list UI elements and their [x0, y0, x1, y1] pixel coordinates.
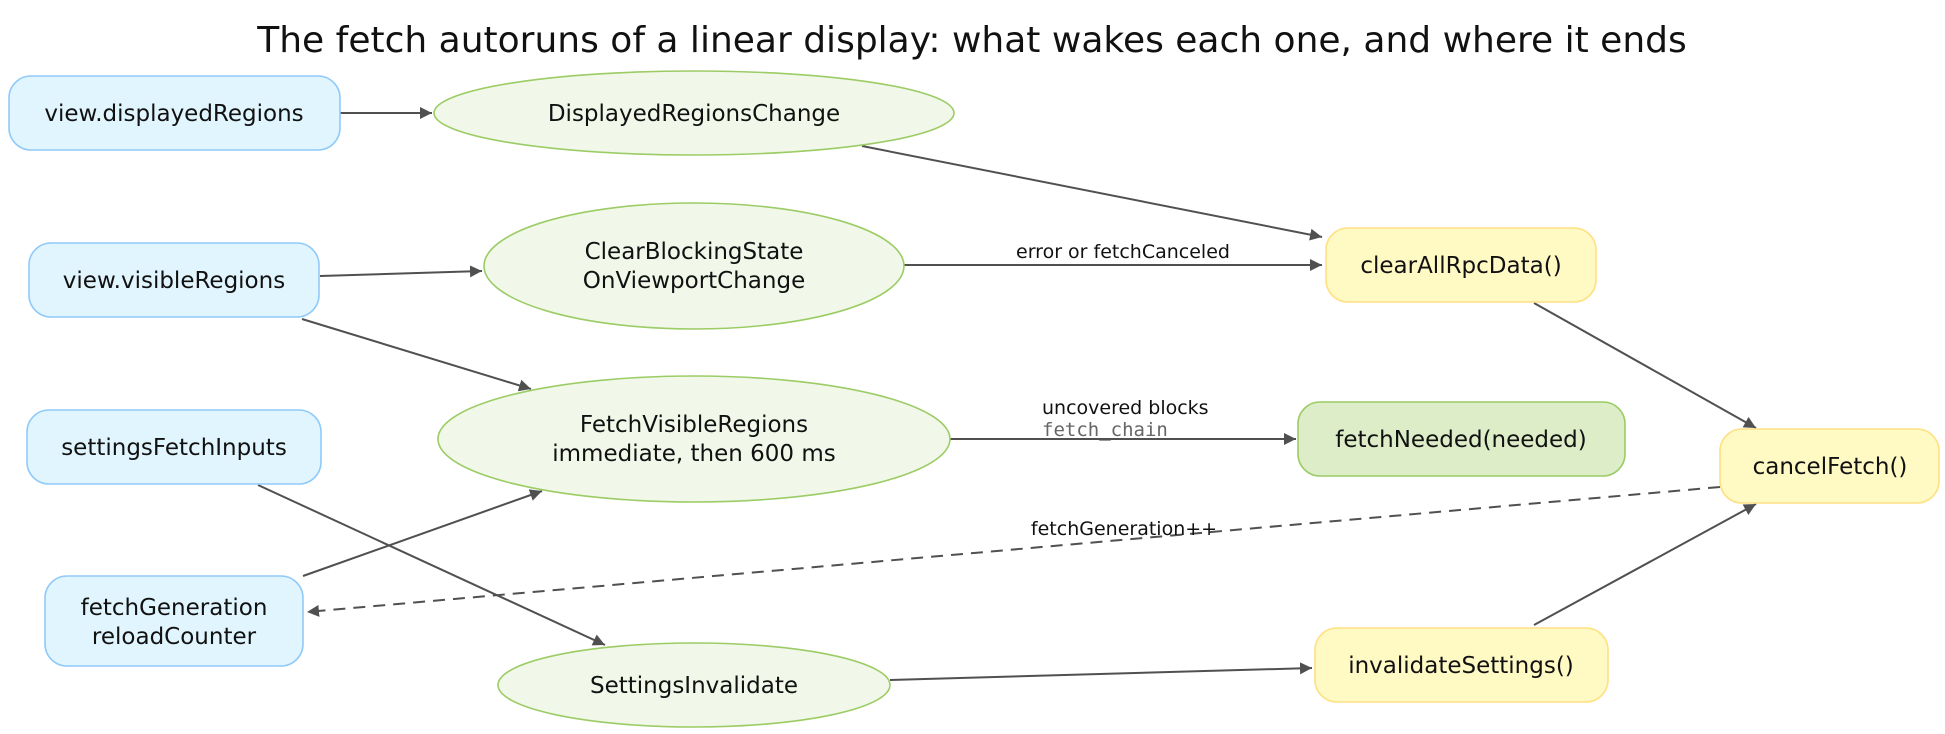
node-label-line2: immediate, then 600 ms — [552, 441, 835, 467]
node-label: clearAllRpcData() — [1360, 253, 1561, 279]
edge-settings-invalidate-to-action — [889, 662, 1313, 681]
node-view-visible-regions[interactable]: view.visibleRegions — [28, 242, 320, 318]
diagram-title: The fetch autoruns of a linear display: … — [256, 20, 1687, 61]
edge-labels: error or fetchCanceled uncovered blocks … — [1016, 241, 1230, 540]
node-displayed-regions-change[interactable]: DisplayedRegionsChange — [433, 70, 955, 156]
node-invalidate-settings[interactable]: invalidateSettings() — [1314, 627, 1609, 703]
node-label-line1: ClearBlockingState — [585, 239, 804, 265]
node-label: DisplayedRegionsChange — [548, 101, 840, 127]
edge-generation-to-fetch-visible — [302, 489, 543, 577]
node-settings-invalidate[interactable]: SettingsInvalidate — [497, 642, 891, 728]
edge-displayed-change-to-clear — [861, 145, 1323, 241]
node-label: SettingsInvalidate — [590, 673, 798, 699]
node-label-line1: FetchVisibleRegions — [580, 412, 808, 438]
edge-label-fetch-chain: fetch_chain — [1042, 419, 1168, 441]
edge-label-error-or-canceled: error or fetchCanceled — [1016, 241, 1230, 263]
node-clear-all-rpc-data[interactable]: clearAllRpcData() — [1325, 227, 1597, 303]
node-cancel-fetch[interactable]: cancelFetch() — [1719, 428, 1940, 504]
node-label-line2: OnViewportChange — [583, 268, 805, 294]
node-label-line2: reloadCounter — [92, 624, 257, 650]
edge-invalidate-to-cancel-fetch — [1533, 503, 1757, 626]
node-fetch-generation[interactable]: fetchGeneration reloadCounter — [44, 575, 304, 667]
edges — [257, 107, 1757, 681]
edge-visible-to-clear-blocking — [319, 265, 483, 278]
edge-clear-rpc-to-cancel-fetch — [1533, 302, 1757, 429]
node-view-displayed-regions[interactable]: view.displayedRegions — [8, 75, 341, 151]
node-label: view.visibleRegions — [63, 268, 285, 294]
edge-label-uncovered-blocks: uncovered blocks — [1042, 397, 1209, 419]
node-label: invalidateSettings() — [1348, 653, 1574, 679]
node-label: settingsFetchInputs — [61, 435, 287, 461]
node-label: cancelFetch() — [1753, 454, 1908, 480]
edge-settings-inputs-to-invalidate — [257, 484, 606, 646]
node-label: fetchNeeded(needed) — [1335, 427, 1587, 453]
node-settings-fetch-inputs[interactable]: settingsFetchInputs — [26, 409, 322, 485]
node-fetch-visible-regions[interactable]: FetchVisibleRegions immediate, then 600 … — [437, 375, 951, 503]
node-fetch-needed[interactable]: fetchNeeded(needed) — [1297, 401, 1626, 477]
edge-label-fetch-generation-inc: fetchGeneration++ — [1031, 518, 1217, 540]
edge-cancel-fetch-to-generation — [306, 486, 1721, 617]
node-clear-blocking-state[interactable]: ClearBlockingState OnViewportChange — [483, 202, 905, 330]
node-label: view.displayedRegions — [44, 101, 303, 127]
node-label-line1: fetchGeneration — [81, 595, 268, 621]
edge-visible-to-fetch-visible — [301, 318, 532, 392]
